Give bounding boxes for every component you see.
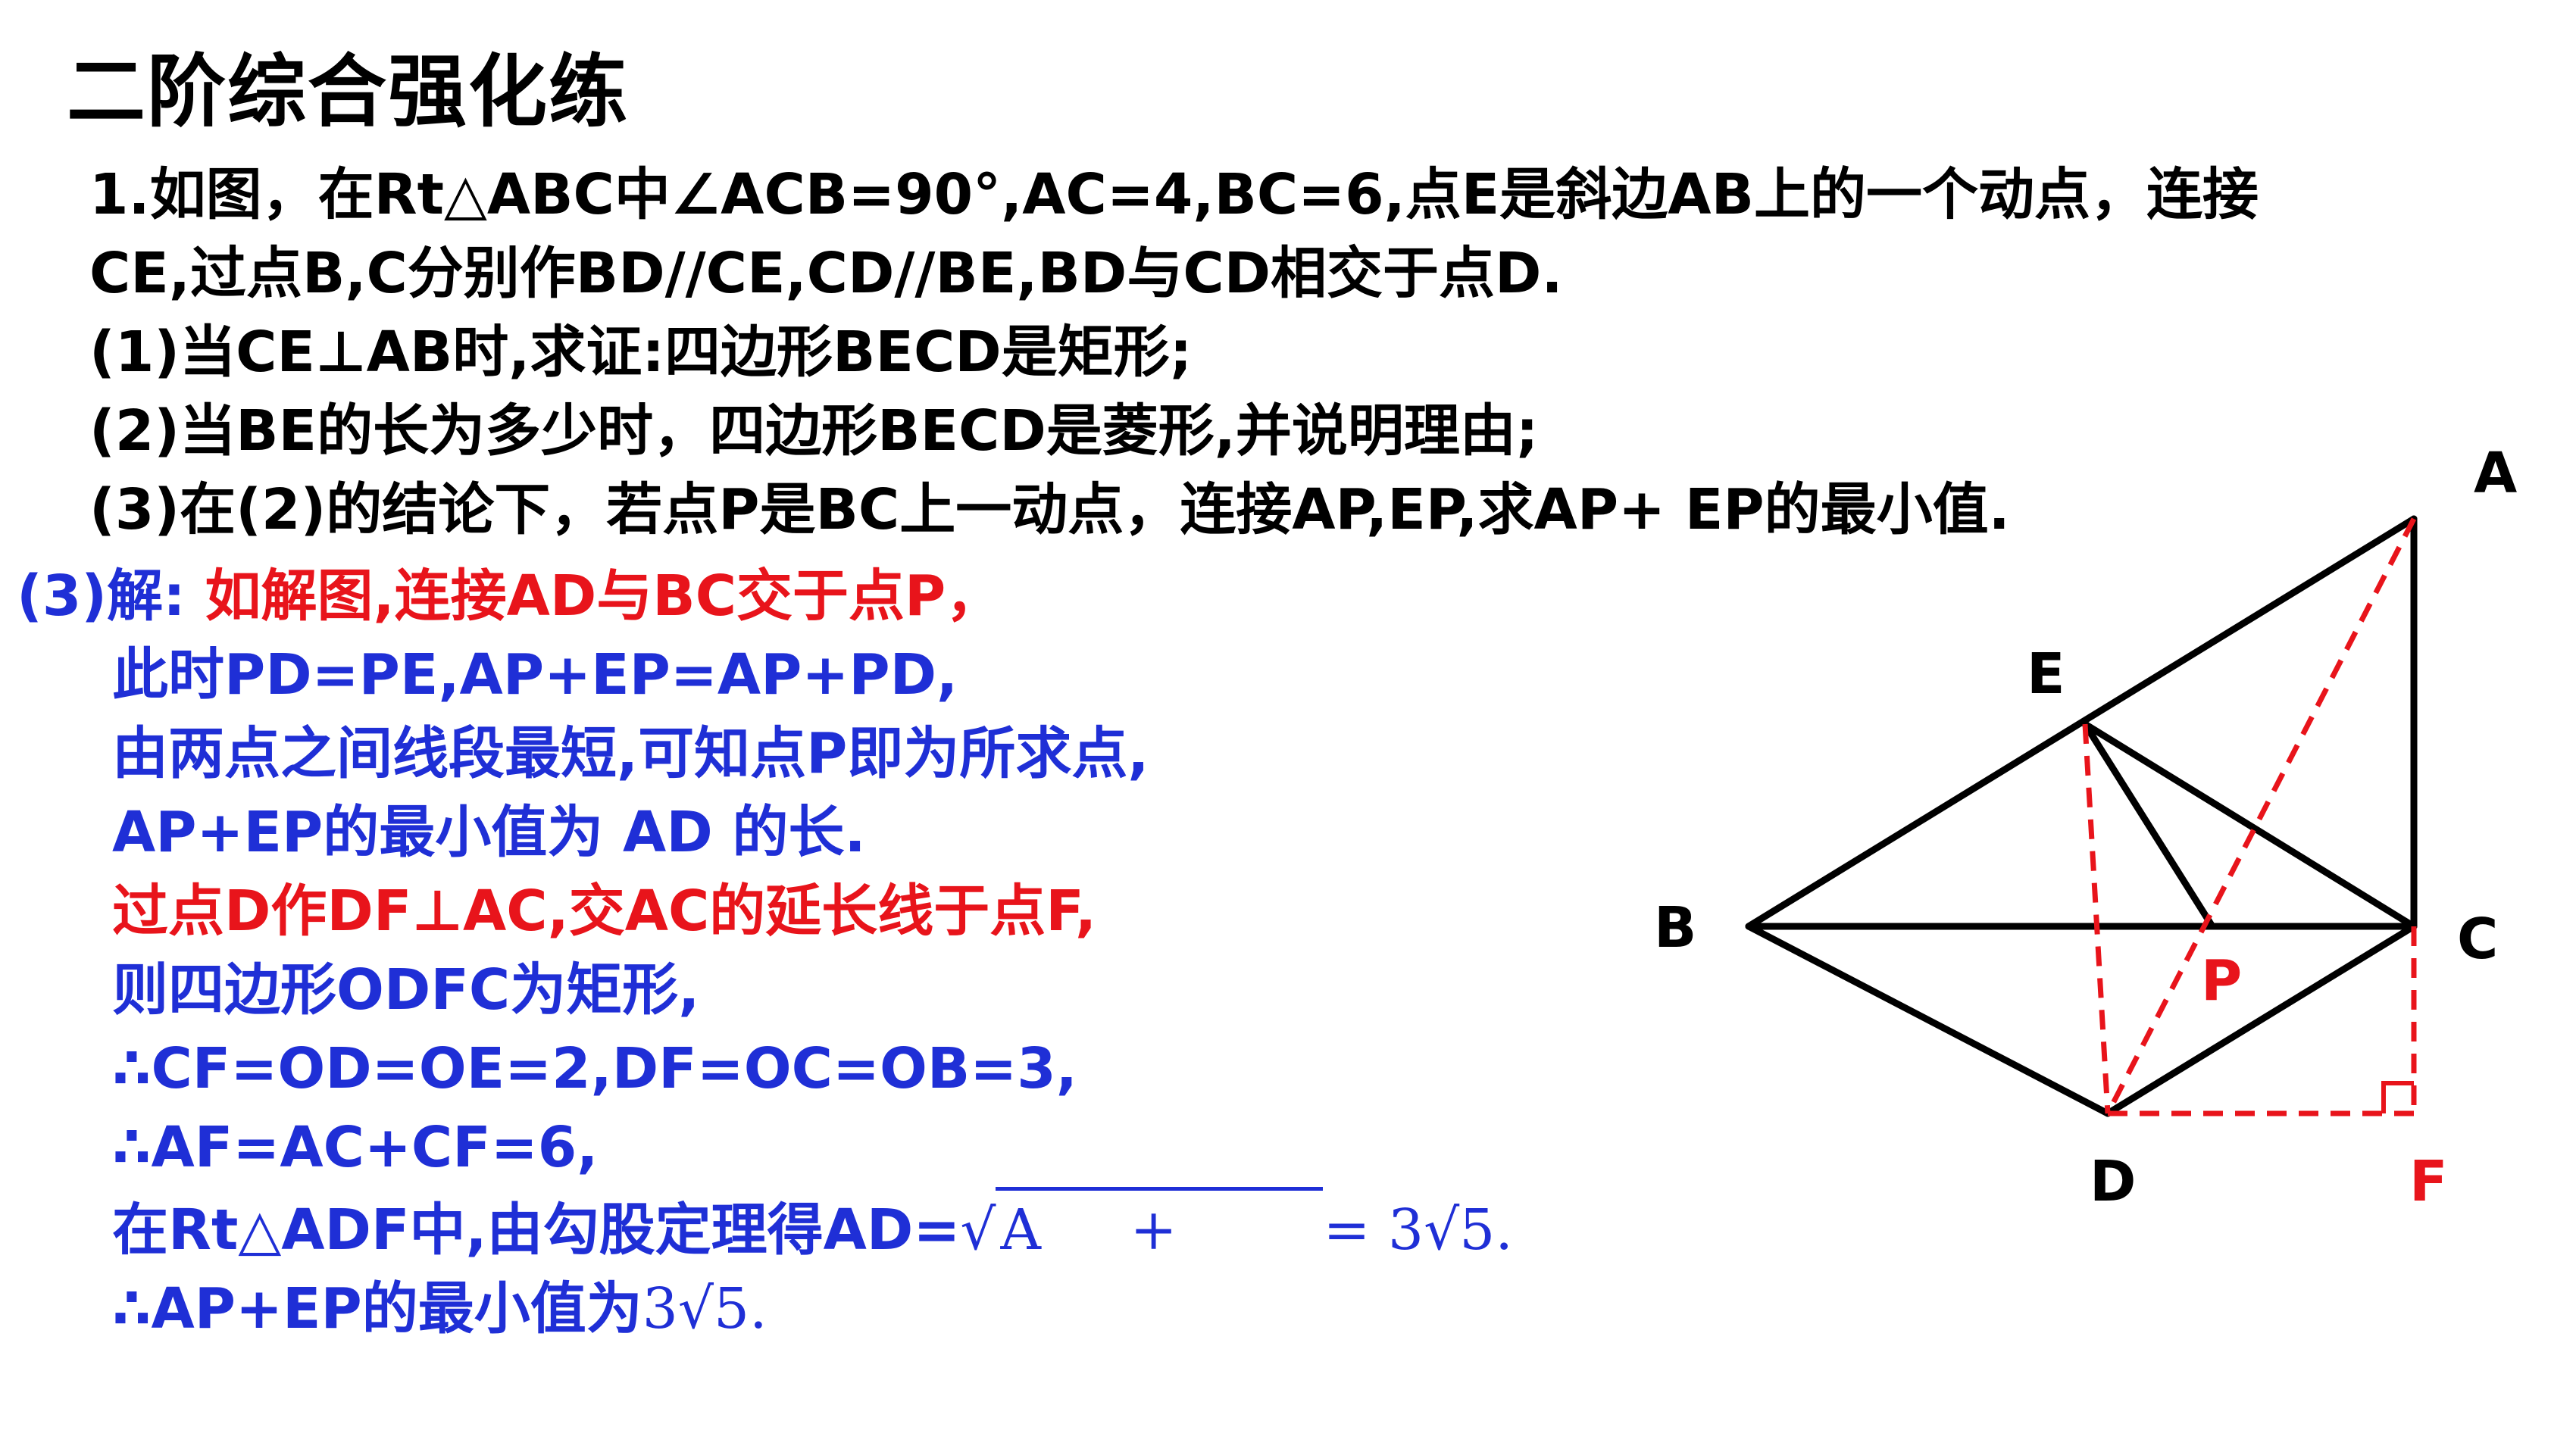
solution-line-7: ∴CF=OD=OE=2,DF=OC=OB=3, <box>112 1036 1077 1101</box>
solution-line-1: (3)解: 如解图,连接AD与BC交于点P， <box>17 557 1608 635</box>
label-D: D <box>2090 1149 2136 1214</box>
right-angle-mark-F <box>2381 1081 2414 1113</box>
sqrt-radicand: A + <box>996 1187 1324 1269</box>
segment-AB-upper <box>1745 515 2418 930</box>
label-F: F <box>2409 1149 2448 1214</box>
label-A: A <box>2474 441 2517 506</box>
solution-line-6: 则四边形ODFC为矩形, <box>112 957 700 1023</box>
solution-block: (3)解: 如解图,连接AD与BC交于点P， 此时PD=PE,AP+EP=AP+… <box>17 557 1608 1348</box>
segment-BD <box>1745 923 2112 1117</box>
label-B: B <box>1654 895 1696 960</box>
solution-line-3: 由两点之间线段最短,可知点P即为所求点, <box>112 721 1149 786</box>
segment-DC <box>2104 923 2418 1117</box>
page-title: 二阶综合强化练 <box>67 45 630 138</box>
radicand-plus: + <box>1130 1198 1177 1263</box>
solution-line-5: 过点D作DF⊥AC,交AC的延长线于点F, <box>112 879 1097 944</box>
problem-line-1: 1.如图，在Rt△ABC中∠ACB=90°,AC=4,BC=6,点E是斜边AB上… <box>89 162 2259 227</box>
dashed-ED <box>2082 723 2111 1114</box>
label-E: E <box>2027 642 2065 707</box>
solution-line-2: 此时PD=PE,AP+EP=AP+PD, <box>112 642 958 707</box>
sqrt-sign: √ <box>960 1198 996 1263</box>
dashed-AD <box>2105 517 2417 1115</box>
segment-EP <box>2081 720 2216 930</box>
solution-line-4: AP+EP的最小值为 AD 的长. <box>112 800 866 865</box>
pythagoras-text: 在Rt△ADF中,由勾股定理得AD= <box>112 1198 961 1263</box>
radicand-term-1: A <box>1000 1198 1041 1263</box>
problem-line-2: CE,过点B,C分别作BD//CE,CD//BE,BD与CD相交于点D. <box>89 241 1563 306</box>
min-value-text: ∴AP+EP的最小值为 <box>112 1276 642 1341</box>
question-2: (2)当BE的长为多少时，四边形BECD是菱形,并说明理由; <box>89 398 1539 464</box>
label-P: P <box>2201 948 2242 1013</box>
solution-line-9: 在Rt△ADF中,由勾股定理得AD=√A += 3√5. <box>17 1187 1608 1269</box>
pythagoras-result: = 3√5. <box>1323 1198 1513 1263</box>
question-1: (1)当CE⊥AB时,求证:四边形BECD是矩形; <box>89 320 1193 385</box>
problem-statement: 1.如图，在Rt△ABC中∠ACB=90°,AC=4,BC=6,点E是斜边AB上… <box>89 155 2408 549</box>
solution-line-8: ∴AF=AC+CF=6, <box>112 1115 599 1180</box>
segment-EC <box>2081 720 2418 930</box>
solution-line-10: ∴AP+EP的最小值为3√5. <box>17 1269 1608 1348</box>
solution-step-connect: 如解图,连接AD与BC交于点P， <box>205 564 1002 629</box>
label-C: C <box>2457 907 2498 972</box>
question-3: (3)在(2)的结论下，若点P是BC上一动点，连接AP,EP,求AP+ EP的最… <box>89 477 2010 542</box>
min-value-result: 3√5. <box>642 1276 767 1341</box>
solution-label: (3)解: <box>17 564 186 629</box>
